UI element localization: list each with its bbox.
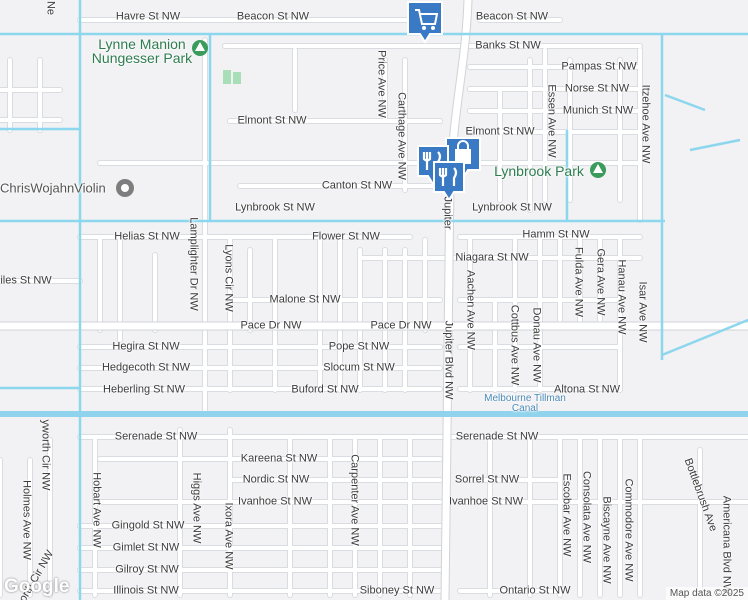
street-label: Commodore Ave NW xyxy=(622,478,635,582)
street-label: Pace Dr NW xyxy=(240,319,302,332)
google-logo: Google xyxy=(4,576,70,597)
street-label: Jupiter xyxy=(441,196,454,230)
poi-label[interactable]: ChrisWojahnViolin xyxy=(0,180,106,196)
street-label: Heberling St NW xyxy=(103,383,185,396)
restaurant-2-pin[interactable] xyxy=(432,160,466,202)
map-attribution[interactable]: Map data ©2025 xyxy=(665,587,748,600)
street-label: Jupiter Blvd NW xyxy=(442,320,455,400)
street-label: Pace Dr NW xyxy=(370,319,432,332)
street-label: Slocum St NW xyxy=(323,361,395,374)
fork-knife-icon xyxy=(433,161,465,202)
street-label: Hegira St NW xyxy=(112,340,180,353)
street-label: yworth Cir NW xyxy=(39,419,52,491)
street-label: Hobart Ave NW xyxy=(90,472,103,548)
street-label: Escobar Ave NW xyxy=(560,473,573,557)
street-label: Beacon St NW xyxy=(236,10,310,23)
street-label: Hedgecoth St NW xyxy=(101,361,191,374)
street-label: Gera Ave NW xyxy=(594,248,607,316)
street-label: Canton St NW xyxy=(321,179,393,192)
street-label: Lyons Cir NW xyxy=(222,244,235,312)
street-label: Higgs Ave NW xyxy=(190,472,203,544)
street-label: Ivanhoe St NW xyxy=(238,495,312,508)
street-label: Ivanhoe St NW xyxy=(449,495,523,508)
street-label: Pampas St NW xyxy=(561,60,637,73)
street-label: Banks St NW xyxy=(475,39,541,52)
street-label: Norse St NW xyxy=(564,82,630,95)
street-label: Itzehoe Ave NW xyxy=(639,84,652,164)
street-label: Hanau Ave NW xyxy=(615,259,628,335)
street-label: Serenade St NW xyxy=(114,430,198,443)
shopping-cart-icon xyxy=(407,1,443,44)
street-label: Siboney St NW xyxy=(359,584,435,597)
street-label: Carpenter Ave NW xyxy=(348,454,361,546)
street-label: Carthage Ave NW xyxy=(395,92,408,180)
street-label: Isar Ave NW xyxy=(636,281,649,343)
street-label: Pope St NW xyxy=(328,340,390,353)
street-label: Elmont St NW xyxy=(465,125,535,138)
street-label: Ontario St NW xyxy=(499,584,571,597)
street-label: Serenade St NW xyxy=(455,430,539,443)
street-label: Sorrel St NW xyxy=(454,473,520,486)
street-label: iles St NW xyxy=(0,274,52,287)
street-label: Americana Blvd NW xyxy=(720,495,733,595)
street-label: Malone St NW xyxy=(269,293,341,306)
street-label: Holmes Ave NW xyxy=(20,480,33,560)
street-label: Nordic St NW xyxy=(242,473,310,486)
street-label: Havre St NW xyxy=(115,10,181,23)
street-label: Gingold St NW xyxy=(111,519,185,532)
street-label: Fulda Ave NW xyxy=(572,246,585,318)
street-label: Helias St NW xyxy=(114,230,180,243)
street-label: Gilroy St NW xyxy=(115,563,179,576)
street-label: Illinois St NW xyxy=(113,584,179,597)
street-label: Niagara St NW xyxy=(455,251,529,264)
street-label: Buford St NW xyxy=(291,383,359,396)
street-label: Aachen Ave NW xyxy=(464,270,477,350)
street-label: Biscayne Ave NW xyxy=(600,496,613,584)
street-label: Hamm St NW xyxy=(522,228,590,241)
street-label: Altona St NW xyxy=(553,383,621,396)
street-label: Lynbrook St NW xyxy=(472,201,552,214)
street-label: Gimlet St NW xyxy=(112,541,180,554)
street-label: Consolata Ave NW xyxy=(580,470,593,564)
street-label: Munich St NW xyxy=(562,104,634,117)
shopping-cart-pin[interactable] xyxy=(406,0,444,44)
park-label[interactable]: Lynbrook Park xyxy=(494,163,584,179)
street-label: Kareena St NW xyxy=(240,452,318,465)
street-label: Price Ave NW xyxy=(375,50,388,118)
street-label: Elmont St NW xyxy=(237,114,307,127)
canal-label: Melbourne Tillman Canal xyxy=(484,393,566,414)
street-label: Ne xyxy=(44,0,57,16)
street-label: Donau Ave NW xyxy=(530,307,543,383)
street-label: Beacon St NW xyxy=(475,10,549,23)
street-label: Lamplighter Dr NW xyxy=(187,217,200,311)
street-label: Essen Ave NW xyxy=(545,84,558,158)
street-label: Ixora Ave NW xyxy=(222,502,235,570)
street-label: Lynbrook St NW xyxy=(235,201,315,214)
street-label: Flower St NW xyxy=(312,230,380,243)
street-label: Cottbus Ave NW xyxy=(508,304,521,386)
